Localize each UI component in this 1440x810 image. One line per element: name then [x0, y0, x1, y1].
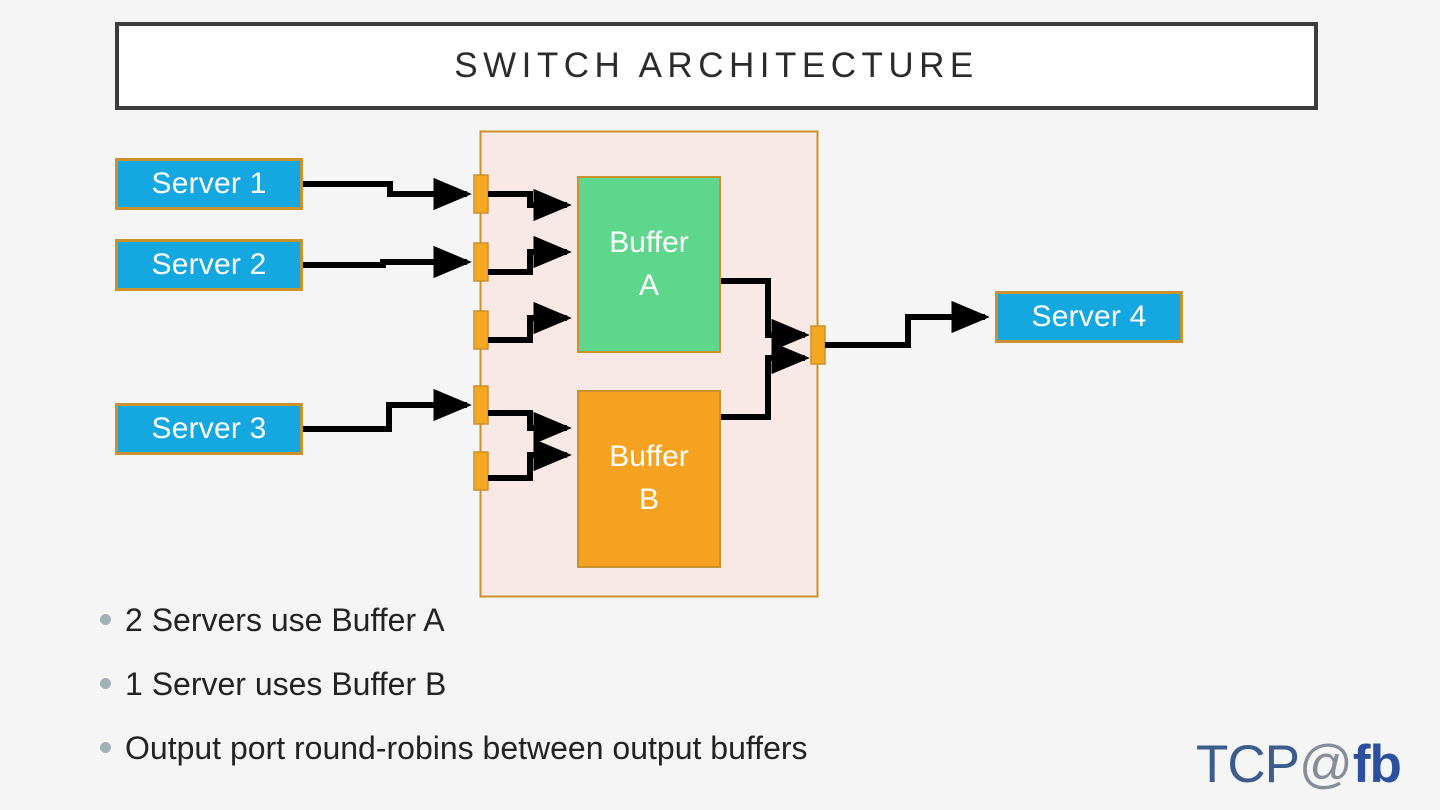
server-label: Server 2	[151, 248, 267, 281]
link-outputport-server4	[825, 300, 990, 348]
link-server3-port4	[303, 388, 472, 432]
input-port-3[interactable]	[473, 310, 489, 350]
server-label: Server 4	[1031, 300, 1147, 333]
input-port-group	[473, 174, 489, 491]
logo-text-tcp: TCP	[1196, 735, 1300, 794]
bullet-text: 1 Server uses Buffer B	[125, 666, 447, 702]
server-box-3[interactable]: Server 3	[115, 403, 303, 455]
bullet-item: Output port round-robins between output …	[100, 730, 1200, 776]
bullet-dot-icon	[100, 614, 111, 625]
link-port3-bufferA	[488, 301, 572, 343]
at-sign-icon: @	[1299, 735, 1353, 794]
link-server1-port1	[303, 177, 472, 211]
page-title: SWITCH ARCHITECTURE	[454, 46, 979, 85]
bullet-text: 2 Servers use Buffer A	[125, 602, 445, 638]
link-server2-port2	[303, 245, 472, 279]
buffer-box-a[interactable]: Buffer A	[577, 176, 721, 353]
link-bufferB-outputport	[721, 341, 810, 420]
bullet-text: Output port round-robins between output …	[125, 730, 808, 766]
server-box-2[interactable]: Server 2	[115, 239, 303, 291]
link-port2-bufferA	[488, 235, 572, 275]
bullet-item: 2 Servers use Buffer A	[100, 602, 1200, 648]
input-port-1[interactable]	[473, 174, 489, 214]
link-port1-bufferA	[488, 188, 572, 222]
link-port4-bufferB	[488, 410, 572, 445]
buffer-label-line1: Buffer	[609, 225, 689, 259]
link-port5-bufferB	[488, 438, 572, 481]
input-port-2[interactable]	[473, 242, 489, 282]
server-box-1[interactable]: Server 1	[115, 158, 303, 210]
server-label: Server 3	[151, 412, 267, 445]
buffer-label-line2: B	[638, 483, 659, 516]
bullet-dot-icon	[100, 678, 111, 689]
slide-title-box: SWITCH ARCHITECTURE	[115, 22, 1318, 110]
buffer-label-line1: Buffer	[609, 440, 689, 474]
bullet-item: 1 Server uses Buffer B	[100, 666, 1200, 712]
link-bufferA-outputport	[721, 278, 810, 352]
input-port-4[interactable]	[473, 385, 489, 425]
input-port-5[interactable]	[473, 451, 489, 491]
bullet-list: 2 Servers use Buffer A 1 Server uses Buf…	[100, 602, 1200, 794]
buffer-box-b[interactable]: Buffer B	[577, 390, 721, 568]
bullet-dot-icon	[100, 742, 111, 753]
server-box-4[interactable]: Server 4	[995, 291, 1183, 343]
logo-text-fb: fb	[1352, 735, 1402, 794]
server-label: Server 1	[151, 167, 267, 200]
buffer-label-line2: A	[638, 268, 659, 302]
tcp-at-fb-logo: TCP@fb	[1196, 735, 1402, 794]
output-port-1[interactable]	[810, 325, 826, 365]
